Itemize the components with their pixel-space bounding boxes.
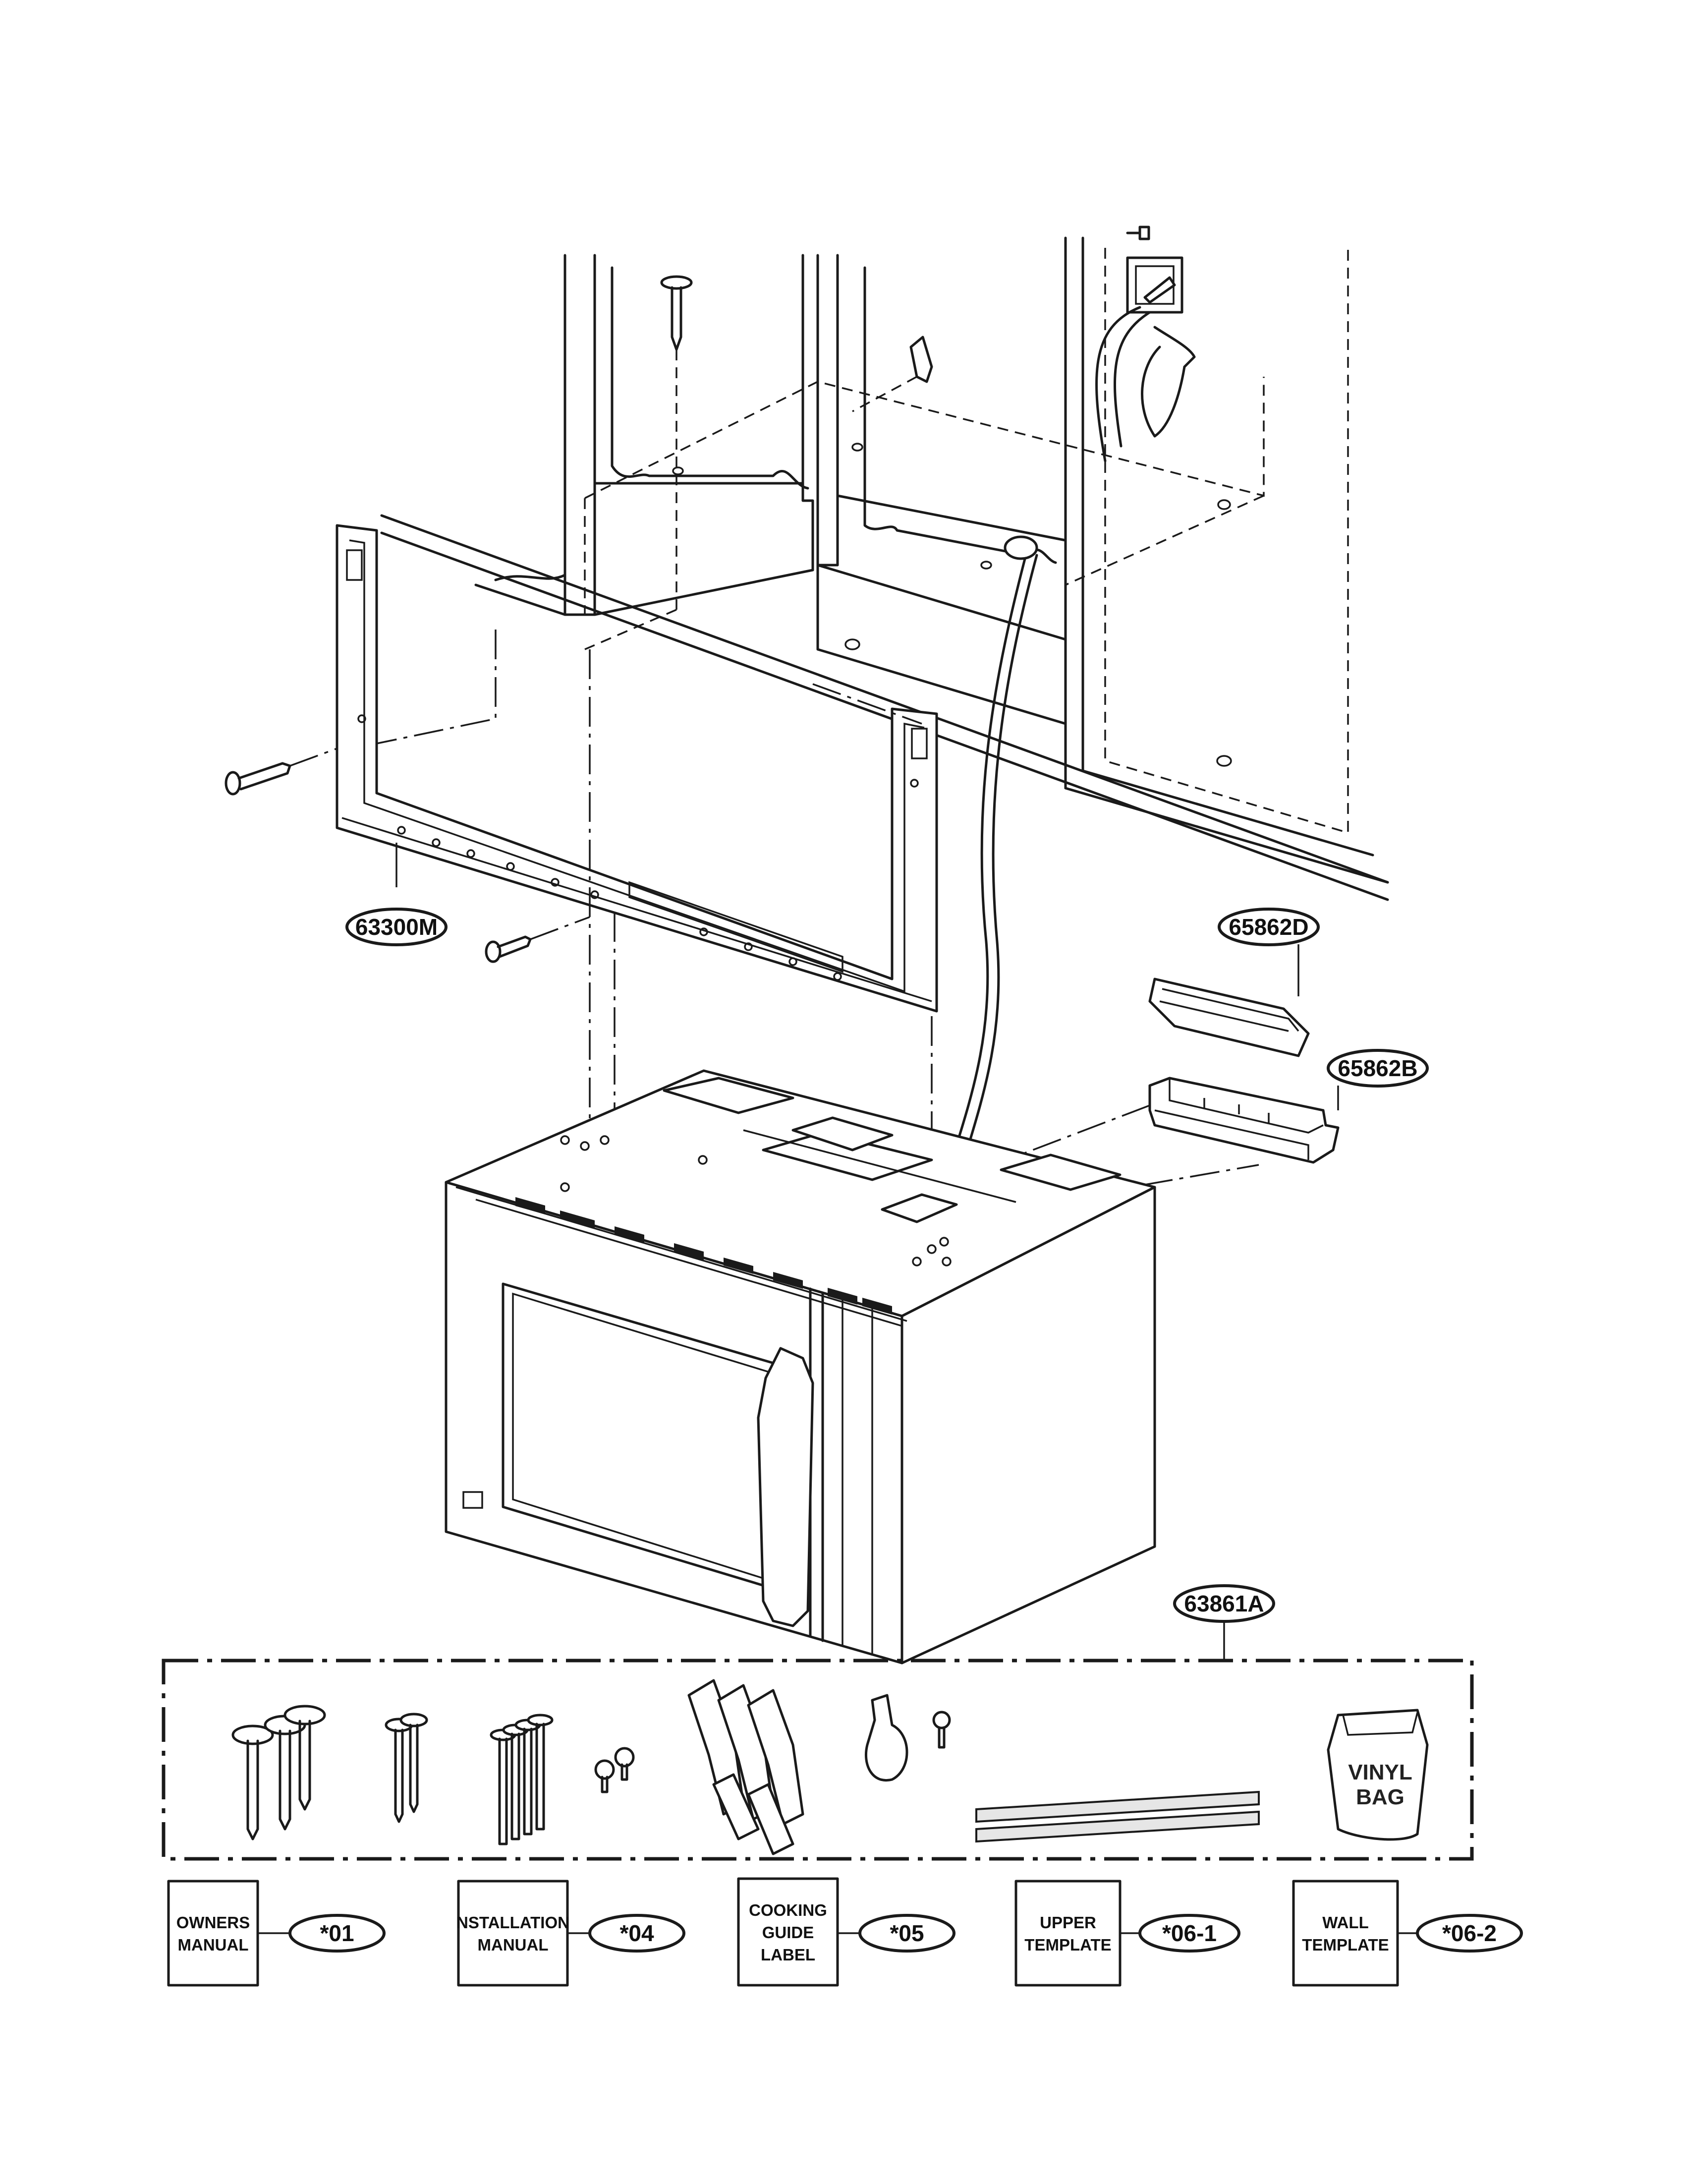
adhesive-strips xyxy=(975,1790,1260,1843)
long-screws xyxy=(231,1705,326,1840)
wall-outlet xyxy=(1126,226,1183,314)
doc-2-code: *04 xyxy=(619,1920,654,1946)
document-installation-manual: NSTALLATION MANUAL *04 xyxy=(456,1880,685,1987)
label-63300M-text: 63300M xyxy=(355,914,438,940)
toggle-bolts xyxy=(687,1679,804,1855)
doc-4-line2: TEMPLATE xyxy=(1024,1936,1111,1954)
doc-1-code: *01 xyxy=(320,1920,354,1946)
machine-bolts xyxy=(490,1714,554,1845)
label-63861A-text: 63861A xyxy=(1184,1591,1264,1616)
label-65862D-text: 65862D xyxy=(1229,914,1308,940)
doc-3-line2: GUIDE xyxy=(762,1923,814,1942)
label-65862D: 65862D xyxy=(1218,908,1320,996)
document-cooking-guide-label: COOKING GUIDE LABEL *05 xyxy=(737,1877,955,1987)
doc-5-line2: TEMPLATE xyxy=(1302,1936,1389,1954)
doc-3-line3: LABEL xyxy=(761,1946,815,1964)
hardware-kit-border xyxy=(162,1659,1474,1861)
upper-cabinets xyxy=(380,236,1389,901)
doc-3-line1: COOKING xyxy=(749,1901,827,1919)
label-65862B: 65862B xyxy=(1327,1049,1429,1110)
vinyl-bag: VINYL BAG xyxy=(1327,1709,1429,1841)
vinyl-bag-line1: VINYL xyxy=(1348,1760,1412,1784)
toggle-bolt xyxy=(852,336,933,412)
document-upper-template: UPPER TEMPLATE *06-1 xyxy=(1014,1880,1240,1987)
filter-cover xyxy=(1148,977,1310,1057)
document-wall-template: WALL TEMPLATE *06-2 xyxy=(1292,1880,1523,1987)
plate-wall-screw xyxy=(225,747,337,796)
label-63300M: 63300M xyxy=(345,843,448,946)
medium-screws xyxy=(385,1713,428,1823)
doc-4-line1: UPPER xyxy=(1040,1913,1096,1932)
cord-clamp xyxy=(864,1694,951,1782)
doc-1-line2: MANUAL xyxy=(178,1936,249,1954)
plate-bottom-screw xyxy=(485,916,590,963)
vinyl-bag-line2: BAG xyxy=(1356,1785,1404,1809)
doc-1-line1: OWNERS xyxy=(176,1913,250,1932)
label-65862B-text: 65862B xyxy=(1338,1055,1417,1081)
label-63861A: 63861A xyxy=(1173,1584,1275,1661)
doc-3-code: *05 xyxy=(890,1920,924,1946)
doc-2-line2: MANUAL xyxy=(478,1936,549,1954)
small-screws xyxy=(594,1747,635,1793)
doc-5-line1: WALL xyxy=(1322,1913,1368,1932)
doc-4-code: *06-1 xyxy=(1162,1920,1217,1946)
document-owners-manual: OWNERS MANUAL *01 xyxy=(167,1880,386,1987)
cabinet-bolt xyxy=(584,275,693,650)
filter-housing xyxy=(1148,1077,1340,1164)
doc-5-code: *06-2 xyxy=(1442,1920,1497,1946)
mounting-plate xyxy=(336,524,938,1239)
doc-2-line1: NSTALLATION xyxy=(456,1913,569,1932)
microwave-oven xyxy=(445,1069,1156,1665)
